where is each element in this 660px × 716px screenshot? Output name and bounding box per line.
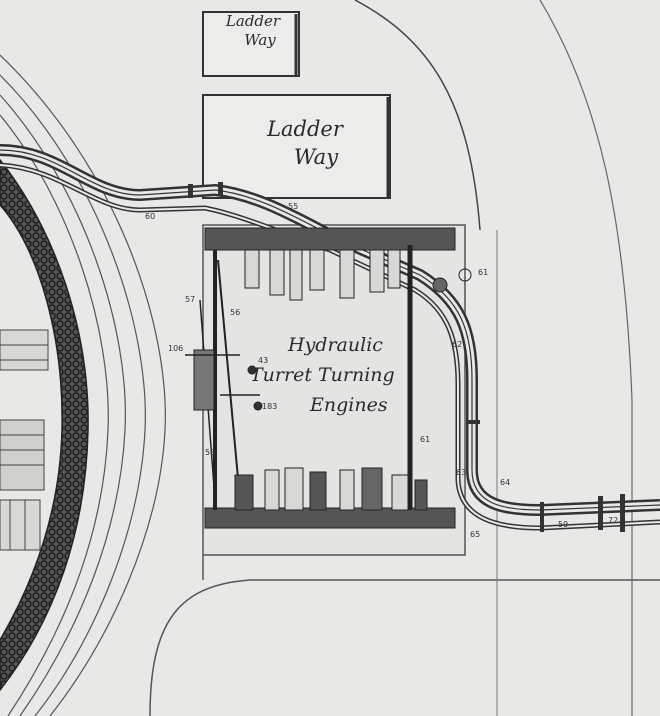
pipe-number: 61 [420,435,431,444]
ladder-way-small-box [202,11,300,77]
pipe-number: 62 [452,340,463,349]
pipe-number: 55 [288,202,299,211]
ladder-way-large-box [202,94,391,199]
pipe-number: 43 [258,356,269,365]
pipe-number: 59 [558,520,569,529]
engine-cylinders-lower [234,467,428,511]
pipe-number: 61 [478,268,489,277]
ladder-way-large-label: Ladder Way [240,115,370,171]
ladder-way-large-line1: Ladder [267,117,343,141]
ladder-way-small-line2: Way [244,31,276,49]
pipe-number: 64 [500,478,511,487]
ladder-way-small-label: Ladder Way [213,12,293,50]
pipe-flanges [188,182,625,532]
engines-line3: Engines [310,394,388,416]
pipe-number: 56 [230,308,241,317]
pipe-number: 106 [168,344,184,353]
engine-framework [185,227,472,529]
engines-line2: Turret Turning [250,364,395,386]
hull-curve-inner [354,0,481,231]
deck-line-lower [149,579,660,716]
engines-line1: Hydraulic [288,334,383,356]
pipe-number: 58 [205,448,216,457]
pipe-number: 57 [185,295,196,304]
turret-armour-ring [0,158,89,692]
ladder-way-large-line2: Way [293,145,339,169]
engines-label: Hydraulic Turret Turning Engines [250,330,450,420]
pipe-number: 60 [145,212,156,221]
pipe-number: 72 [608,516,619,525]
ladder-way-small-line1: Ladder [225,12,281,30]
pipe-number: 183 [262,402,278,411]
turret-interior [0,329,49,551]
pipe-number: 65 [470,530,481,539]
pipe-number: 63 [456,468,467,477]
hull-curve-outer [539,0,633,716]
engine-cylinders-upper [244,249,401,301]
